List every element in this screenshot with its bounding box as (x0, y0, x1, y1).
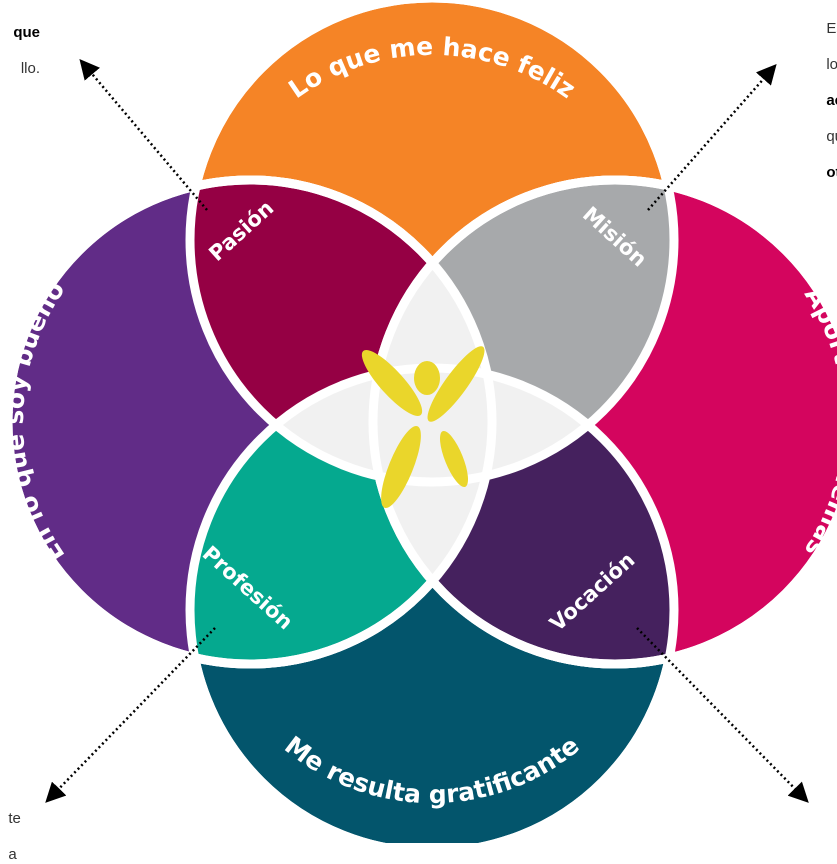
corner-text-top-left: que llo. (0, 6, 40, 78)
person-logo-icon (361, 346, 485, 509)
arrow-bottom-left (45, 627, 216, 803)
corner-text-top-right: Es lo ac qu ot (818, 2, 837, 182)
arrow-top-right (647, 63, 777, 211)
corner-text-top-left-2: llo. (20, 60, 40, 77)
corner-text-bottom-left-1: te (8, 810, 21, 827)
arrow-bottom-right (636, 627, 809, 803)
corner-text-top-right-3: ac (826, 92, 837, 109)
corner-text-bottom-left: te a (0, 792, 21, 864)
corner-text-top-left-1: que (13, 24, 40, 41)
corner-text-top-right-1: Es (826, 20, 837, 37)
corner-text-top-right-4: qu (826, 128, 837, 145)
corner-text-top-right-5: ot (826, 164, 837, 181)
venn-diagram: Lo que me hace feliz Me resulta gratific… (8, 0, 837, 852)
corner-text-bottom-left-2: a (8, 846, 17, 863)
arrow-top-left (79, 58, 208, 211)
corner-text-top-right-2: lo (826, 56, 837, 73)
